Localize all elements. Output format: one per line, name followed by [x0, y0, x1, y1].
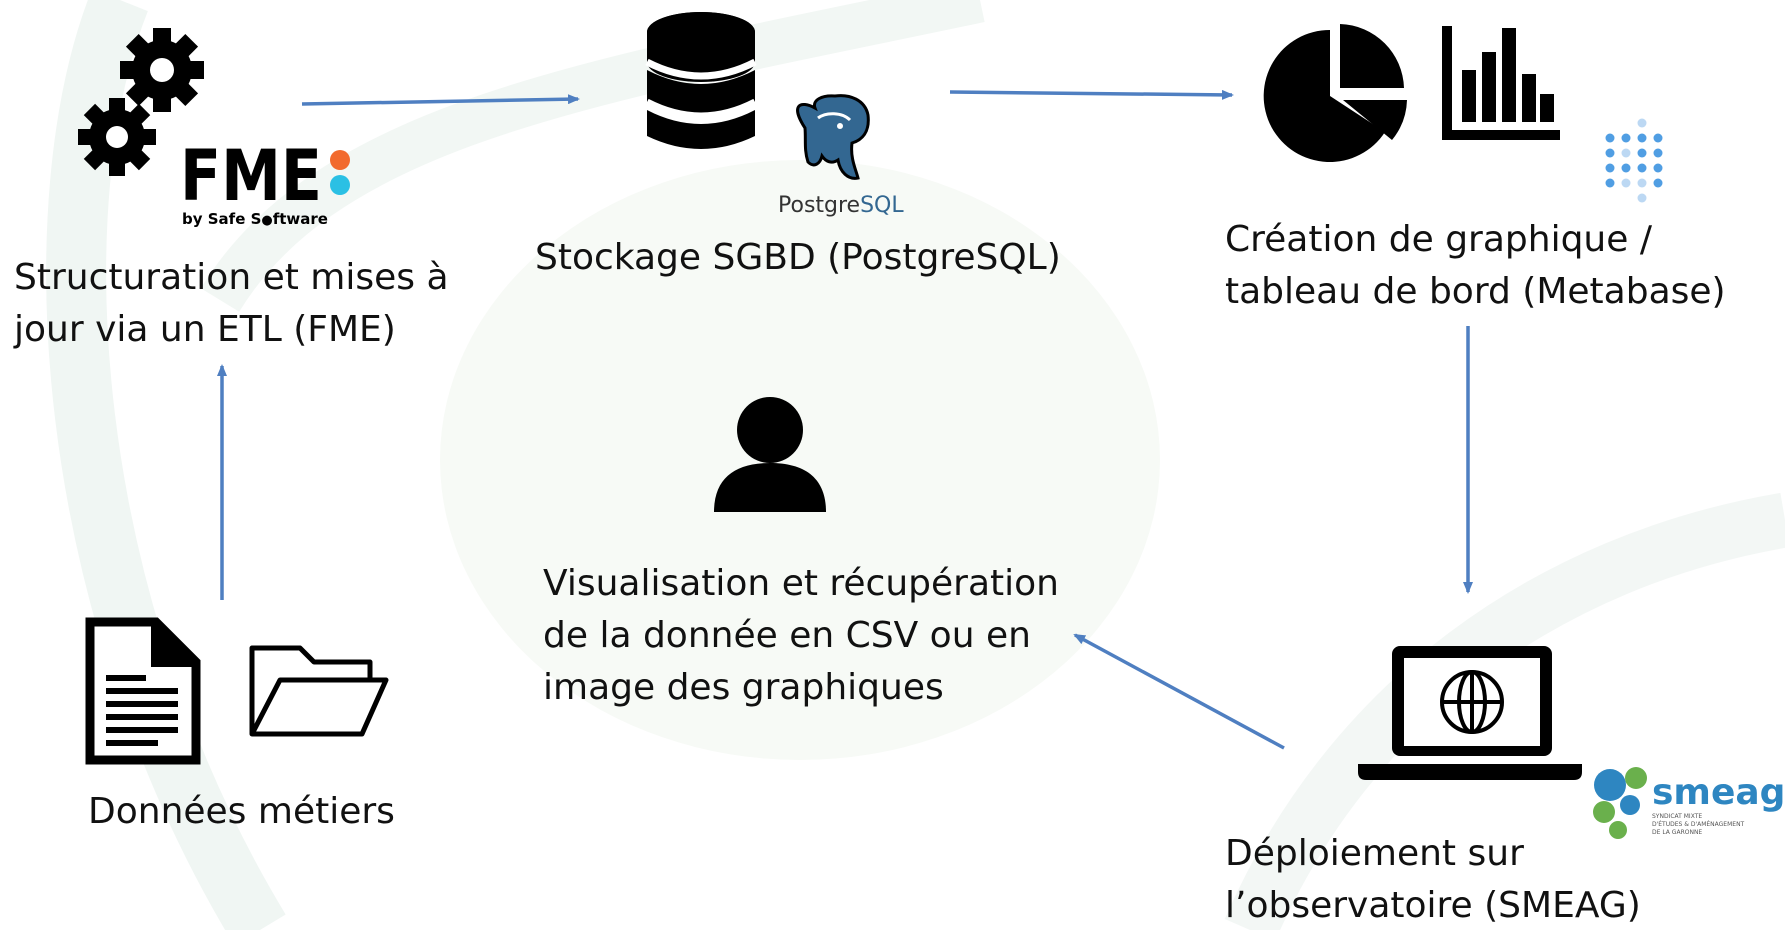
- svg-text:SYNDICAT MIXTE: SYNDICAT MIXTE: [1652, 813, 1702, 820]
- postgresql-elephant-icon: [796, 94, 870, 180]
- smeag-logo: smeag SYNDICAT MIXTE D'ÉTUDES & D'AMÉNAG…: [1593, 767, 1785, 839]
- etl-label: Structuration et mises à jour via un ETL…: [14, 257, 449, 350]
- bar-chart-icon: [1442, 26, 1560, 140]
- data-label: Données métiers: [88, 791, 395, 832]
- arrow-storage-to-dashboard: [949, 89, 1234, 100]
- metabase-logo: [1605, 118, 1663, 203]
- fme-subtext-b: ftware: [273, 210, 328, 228]
- fme-dot-blue: [330, 175, 350, 195]
- folder-icon: [249, 645, 389, 737]
- pie-chart-icon: [1263, 24, 1407, 162]
- person-icon: [714, 397, 826, 512]
- globe-icon: [1440, 670, 1504, 734]
- fme-logo: FME by Safe S●ftware: [180, 135, 350, 228]
- dashboard-label: Création de graphique / tableau de bord …: [1225, 219, 1726, 312]
- visualisation-label: Visualisation et récupération de la donn…: [543, 563, 1059, 708]
- arrow-etl-to-storage: [301, 94, 580, 106]
- storage-label: Stockage SGBD (PostgreSQL): [535, 237, 1061, 278]
- svg-text:by Safe S●ftware: by Safe S●ftware: [182, 210, 328, 228]
- fme-dot-orange: [330, 150, 350, 170]
- deploy-label: Déploiement sur l’observatoire (SMEAG): [1225, 833, 1641, 926]
- gears-icon: [78, 28, 204, 176]
- svg-text:DE LA GARONNE: DE LA GARONNE: [1652, 829, 1702, 836]
- fme-logo-text: FME: [180, 135, 322, 217]
- smeag-logo-text: smeag: [1652, 772, 1785, 813]
- arrow-deploy-to-visualisation: [1073, 633, 1285, 750]
- postgresql-logo-text: PostgreSQL: [778, 193, 904, 218]
- svg-text:D'ÉTUDES & D'AMÉNAGEMENT: D'ÉTUDES & D'AMÉNAGEMENT: [1652, 820, 1745, 828]
- document-icon: [85, 617, 201, 765]
- fme-subtext-a: by Safe S: [182, 210, 261, 228]
- database-icon: [645, 12, 757, 149]
